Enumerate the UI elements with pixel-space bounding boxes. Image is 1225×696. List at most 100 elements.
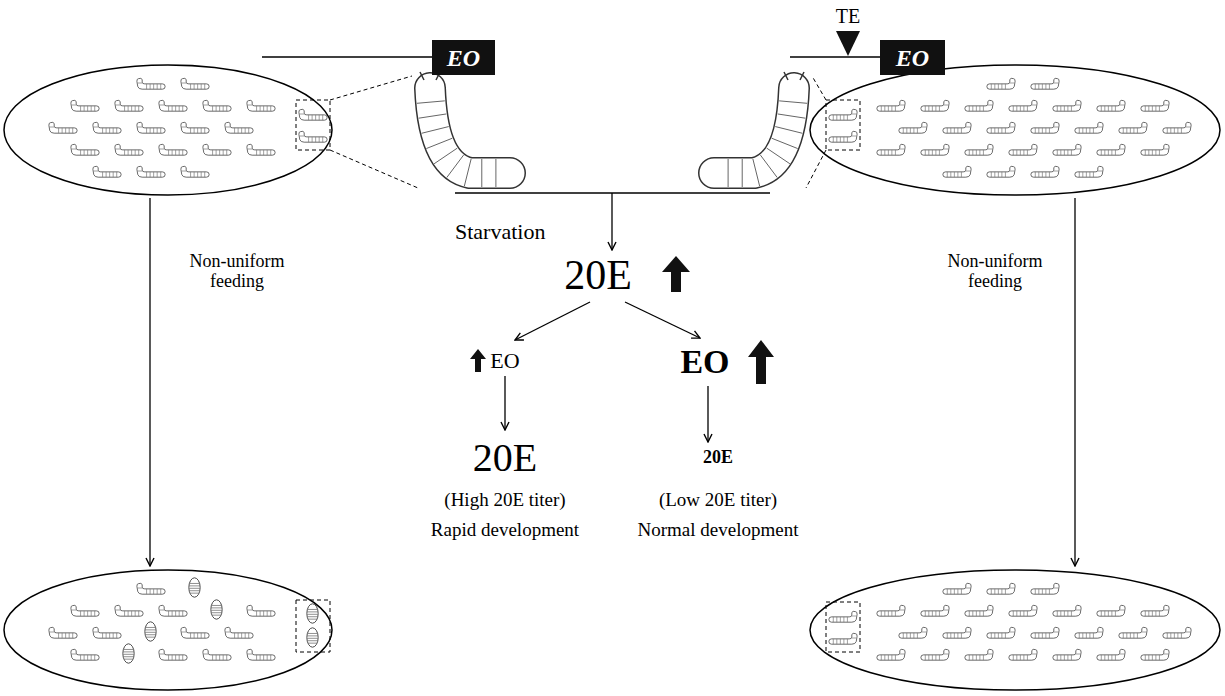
larva-icon xyxy=(987,627,1015,638)
larva-population xyxy=(49,78,1191,663)
larva-icon xyxy=(829,633,857,644)
gene-name: EO xyxy=(896,46,929,70)
population-oval xyxy=(810,65,1220,195)
insertion-label: TE xyxy=(836,5,860,27)
larva-icon xyxy=(829,109,857,120)
larva-icon xyxy=(159,100,187,111)
larva-icon xyxy=(137,583,165,594)
larva-icon xyxy=(71,605,99,616)
larva-segment xyxy=(772,138,798,148)
larva-icon xyxy=(159,649,187,660)
pupa-icon xyxy=(123,644,134,663)
larva-segment xyxy=(447,155,464,177)
larva-icon xyxy=(247,144,275,155)
increase-arrow xyxy=(748,340,774,384)
arrow-label: Non-uniform feeding xyxy=(939,252,1051,292)
flow-arrow xyxy=(149,198,150,566)
larva-icon xyxy=(1009,649,1037,660)
larva-segment xyxy=(481,159,482,187)
larva-segment xyxy=(760,155,777,177)
larva-icon xyxy=(1075,627,1103,638)
larva-icon xyxy=(829,611,857,622)
flow-arrow xyxy=(515,302,590,340)
larva-segment xyxy=(778,114,806,118)
larva-icon xyxy=(1075,166,1103,177)
pupa-icon xyxy=(307,628,318,647)
larva-icon xyxy=(1141,144,1169,155)
larva-icon xyxy=(829,131,857,142)
larva-icon xyxy=(1031,122,1059,133)
zoom-leader xyxy=(330,150,418,188)
larva-icon xyxy=(181,627,209,638)
population-oval xyxy=(4,65,332,195)
larva-segment xyxy=(495,159,496,187)
larva-icon xyxy=(93,166,121,177)
larva-icon xyxy=(1031,627,1059,638)
larva-icon xyxy=(247,100,275,111)
larva-icon xyxy=(137,78,165,89)
zoom-leader xyxy=(812,76,826,100)
pupa-icon xyxy=(145,622,156,641)
larva-icon xyxy=(181,78,209,89)
pupa-icon xyxy=(211,600,222,619)
larva-icon xyxy=(965,649,993,660)
larva-icon xyxy=(225,627,253,638)
larva-icon xyxy=(181,122,209,133)
larva-icon xyxy=(1141,649,1169,660)
larva-icon xyxy=(943,583,971,594)
outcome-label: Normal development xyxy=(638,520,799,541)
larva-icon xyxy=(877,649,905,660)
larva-icon xyxy=(943,627,971,638)
larva-segment xyxy=(464,159,471,186)
arrow-label: Non-uniform feeding xyxy=(181,252,293,292)
larva-icon xyxy=(877,605,905,616)
titer-label: (High 20E titer) xyxy=(444,490,565,511)
larva-icon xyxy=(921,605,949,616)
gene-label: EO xyxy=(680,343,729,380)
larva-icon xyxy=(115,100,143,111)
larva-icon xyxy=(1031,78,1059,89)
insertion-triangle xyxy=(836,31,860,56)
larva-icon xyxy=(1097,649,1125,660)
larva-icon xyxy=(899,122,927,133)
larva-group xyxy=(49,578,318,663)
larva-icon xyxy=(1119,122,1147,133)
larva-icon xyxy=(1009,605,1037,616)
larva-icon xyxy=(1097,605,1125,616)
larva-icon xyxy=(877,100,905,111)
larva-segment xyxy=(775,127,802,134)
larva-icon xyxy=(203,144,231,155)
larva-icon xyxy=(1031,166,1059,177)
flow-arrow xyxy=(707,386,708,442)
population-oval xyxy=(810,570,1220,690)
larva-icon xyxy=(1097,144,1125,155)
pupa-icon xyxy=(307,604,318,623)
larva-icon xyxy=(877,144,905,155)
larva-drawing xyxy=(714,72,807,187)
flow-arrow xyxy=(1074,198,1075,566)
larva-icon xyxy=(1031,583,1059,594)
larva-icon xyxy=(1053,605,1081,616)
larva-segment xyxy=(728,159,729,187)
larva-icon xyxy=(1141,605,1169,616)
larva-icon xyxy=(965,605,993,616)
larva-icon xyxy=(987,122,1015,133)
gene-box: EO xyxy=(432,40,495,75)
larva-icon xyxy=(899,627,927,638)
larva-icon xyxy=(159,605,187,616)
larva-icon xyxy=(137,166,165,177)
increase-arrow xyxy=(470,349,486,372)
larva-icon xyxy=(943,122,971,133)
larva-icon xyxy=(247,649,275,660)
larva-icon xyxy=(93,122,121,133)
condition-label: Starvation xyxy=(455,220,545,244)
larva-icon xyxy=(965,144,993,155)
larva-segment xyxy=(419,114,447,118)
hormone-label: 20E xyxy=(564,252,632,298)
larva-icon xyxy=(181,166,209,177)
larva-icon xyxy=(115,605,143,616)
larva-icon xyxy=(247,605,275,616)
larva-segment xyxy=(434,148,457,164)
